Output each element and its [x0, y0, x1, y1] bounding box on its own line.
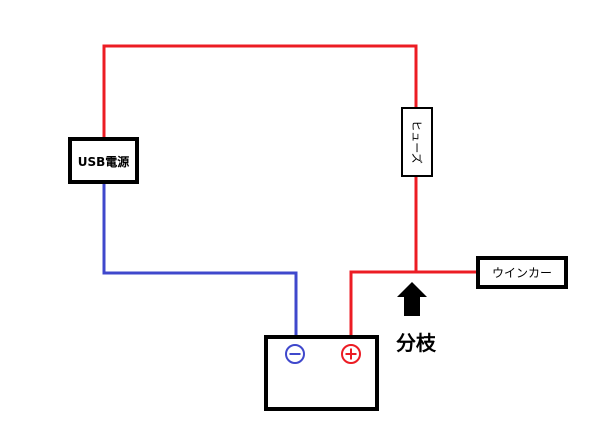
- branch-arrow-icon: [397, 282, 427, 316]
- fuse-box: ヒューズ: [401, 107, 433, 177]
- positive-wire-battery-to-turn-signal: [349, 270, 478, 338]
- usb-power-label: USB電源: [78, 154, 130, 169]
- positive-wire-top-loop: [102, 44, 418, 138]
- battery-negative-terminal: [285, 344, 305, 364]
- turn-signal-box: ウインカー: [476, 256, 568, 289]
- branch-label: 分枝: [396, 331, 437, 355]
- battery-positive-terminal: [341, 344, 361, 364]
- usb-power-box: USB電源: [68, 137, 139, 184]
- turn-signal-label: ウインカー: [492, 266, 552, 280]
- battery-box: [264, 335, 379, 411]
- fuse-label: ヒューズ: [410, 120, 424, 163]
- negative-wire: [102, 183, 298, 338]
